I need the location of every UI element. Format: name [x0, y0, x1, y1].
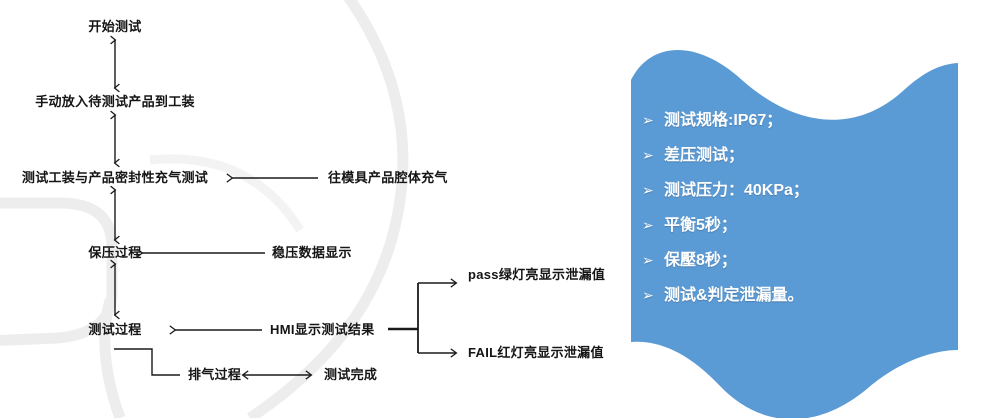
spec-item-label: 平衡5秒； — [664, 217, 737, 234]
arrow-bullet-icon: ➢ — [642, 252, 654, 268]
spec-list-item[interactable]: ➢ 测试规格:IP67； — [642, 106, 962, 141]
flow-node-test-process[interactable]: 测试过程 — [88, 322, 142, 337]
spec-list-item[interactable]: ➢ 测试&判定泄漏量。 — [642, 281, 962, 316]
flow-node-hold-press[interactable]: 保压过程 — [88, 245, 142, 260]
arrow-bullet-icon: ➢ — [642, 112, 654, 128]
flow-node-fail-branch[interactable]: FAIL红灯亮显示泄漏值 — [468, 345, 604, 360]
spec-list-item[interactable]: ➢ 测试压力：40KPa； — [642, 176, 962, 211]
arrow-bullet-icon: ➢ — [642, 147, 654, 163]
flow-node-pass-branch[interactable]: pass绿灯亮显示泄漏值 — [468, 267, 606, 282]
arrow-bullet-icon: ➢ — [642, 287, 654, 303]
arrow-bullet-icon: ➢ — [642, 217, 654, 233]
spec-item-label: 测试&判定泄漏量。 — [664, 287, 804, 304]
spec-list-item[interactable]: ➢ 差压测试； — [642, 141, 962, 176]
spec-item-label: 测试规格:IP67； — [664, 112, 783, 129]
spec-panel-wave-shape — [631, 50, 958, 418]
spec-list-item[interactable]: ➢ 保壓8秒； — [642, 246, 962, 281]
spec-list: ➢ 测试规格:IP67； ➢ 差压测试； ➢ 测试压力：40KPa； ➢ 平衡5… — [642, 106, 962, 316]
flow-node-stable-data[interactable]: 稳压数据显示 — [272, 245, 352, 260]
flow-node-load-product[interactable]: 手动放入待测试产品到工装 — [35, 94, 195, 109]
flow-node-test-done[interactable]: 测试完成 — [324, 367, 378, 382]
spec-panel: ➢ 测试规格:IP67； ➢ 差压测试； ➢ 测试压力：40KPa； ➢ 平衡5… — [620, 28, 980, 418]
flow-node-exhaust[interactable]: 排气过程 — [188, 367, 242, 382]
spec-item-label: 差压测试； — [664, 147, 745, 164]
arrow-bullet-icon: ➢ — [642, 182, 654, 198]
spec-list-item[interactable]: ➢ 平衡5秒； — [642, 211, 962, 246]
spec-item-label: 保壓8秒； — [664, 252, 737, 269]
flow-node-hmi-result[interactable]: HMI显示测试结果 — [270, 322, 375, 337]
flow-node-start[interactable]: 开始测试 — [88, 19, 142, 34]
flow-node-seal-test[interactable]: 测试工装与产品密封性充气测试 — [21, 170, 209, 185]
flow-node-mold-inflate[interactable]: 往模具产品腔体充气 — [328, 170, 448, 185]
spec-item-label: 测试压力：40KPa； — [664, 182, 809, 199]
